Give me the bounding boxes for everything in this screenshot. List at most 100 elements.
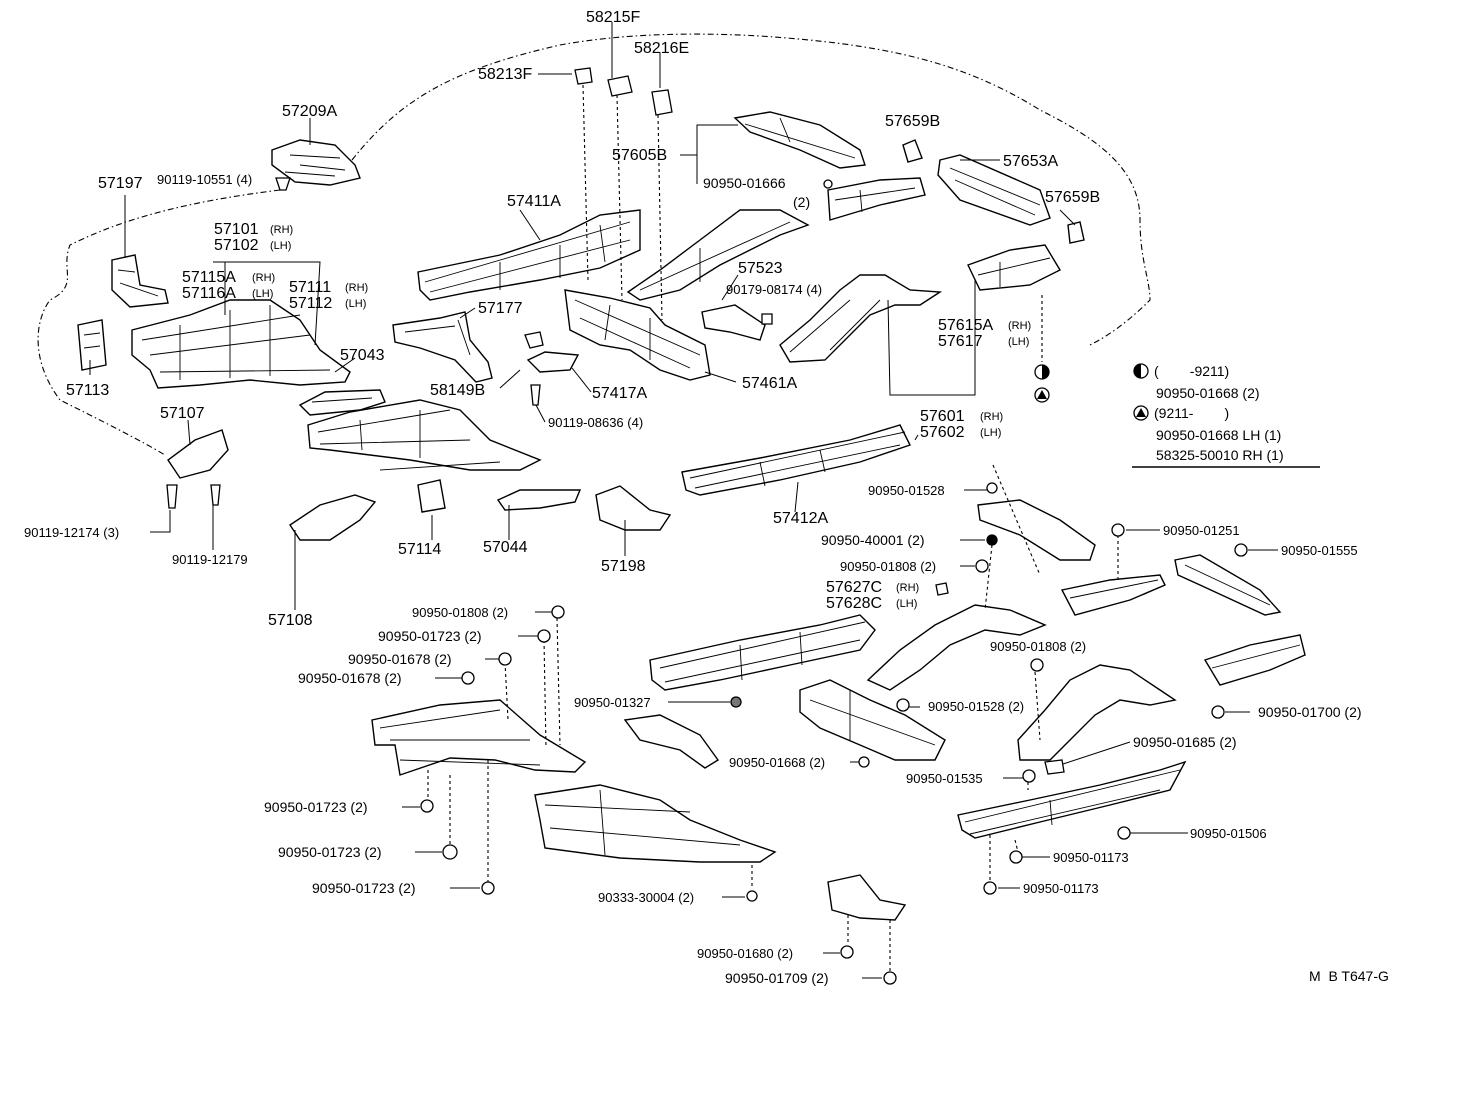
label-57044: 57044 xyxy=(483,539,528,556)
label-90119-12174: 90119-12174 (3) xyxy=(24,525,119,540)
part-lower-rocker xyxy=(649,614,876,691)
label-57601: 57601 xyxy=(920,408,965,425)
label-90950-01808-a: 90950-01808 (2) xyxy=(840,559,936,574)
guide-01528-top xyxy=(992,464,1041,576)
label-57615A-side: (RH) xyxy=(1008,320,1031,332)
label-90950-01680: 90950-01680 (2) xyxy=(697,946,793,961)
label-57412A: 57412A xyxy=(773,510,828,527)
label-90950-01535: 90950-01535 xyxy=(906,771,983,786)
legend-row2-part-a: 90950-01668 LH (1) xyxy=(1156,427,1281,443)
part-57411A xyxy=(417,209,641,301)
label-90950-01506: 90950-01506 xyxy=(1190,826,1267,841)
label-90119-08636: 90119-08636 (4) xyxy=(548,415,643,430)
plug-90950-01709 xyxy=(883,971,897,985)
label-90950-01678-b: 90950-01678 (2) xyxy=(298,670,402,686)
plug-90950-01723-d xyxy=(481,881,495,895)
label-90950-01700: 90950-01700 (2) xyxy=(1258,704,1362,720)
plug-90950-01808-c xyxy=(551,605,565,619)
clip-58216E xyxy=(651,89,673,116)
part-57043 xyxy=(298,389,386,416)
label-57102: 57102 xyxy=(214,237,259,254)
guide-01808-a xyxy=(556,617,561,746)
plug-90950-01723-a xyxy=(537,629,551,643)
part-lower-arch xyxy=(866,604,1047,691)
label-90119-12179: 90119-12179 xyxy=(172,552,248,567)
label-90950-01555: 90950-01555 xyxy=(1281,543,1358,558)
part-57659B-right xyxy=(1067,221,1085,244)
part-rear-arch xyxy=(779,274,943,363)
part-center-floor-member xyxy=(307,399,542,471)
label-57601-side: (RH) xyxy=(980,411,1003,423)
fasteners xyxy=(166,67,1248,985)
part-lower-rear-rocker xyxy=(957,760,1187,839)
label-57627C: 57627C xyxy=(826,579,882,596)
label-90950-01678-a: 90950-01678 (2) xyxy=(348,651,452,667)
label-57116A-side: (LH) xyxy=(252,288,273,300)
label-90950-01808-b: 90950-01808 (2) xyxy=(990,639,1086,654)
part-lower-small-bracket xyxy=(623,714,720,769)
label-90950-01173-b: 90950-01173 xyxy=(1023,881,1099,896)
label-57602-side: (LH) xyxy=(980,427,1001,439)
part-57114 xyxy=(417,479,446,513)
label-57101-side: (RH) xyxy=(270,224,293,236)
label-90179-08174: 90179-08174 (4) xyxy=(726,282,822,297)
label-57605B: 57605B xyxy=(612,147,667,164)
bolt-90119-10551 xyxy=(275,177,291,191)
label-90950-01723-d: 90950-01723 (2) xyxy=(312,880,416,896)
label-57197: 57197 xyxy=(98,175,143,192)
label-57653A: 57653A xyxy=(1003,153,1058,170)
part-57653A xyxy=(937,154,1051,226)
plug-90950-01678-a xyxy=(498,652,512,666)
part-57412A xyxy=(681,424,911,496)
guide-01678-a xyxy=(504,661,509,721)
label-90950-01723-c: 90950-01723 (2) xyxy=(278,844,382,860)
plug-90950-01700 xyxy=(1211,705,1225,719)
part-lower-center-member xyxy=(534,784,777,863)
plug-90950-01685 xyxy=(1044,759,1065,775)
label-57116A: 57116A xyxy=(182,285,236,302)
label-57102-side: (LH) xyxy=(270,240,291,252)
part-57101 xyxy=(131,299,351,389)
label-57111: 57111 xyxy=(289,279,331,296)
bolt-90119-08636 xyxy=(530,384,541,406)
label-57659B-right: 57659B xyxy=(1045,189,1100,206)
part-57108 xyxy=(289,494,377,541)
label-57602: 57602 xyxy=(920,424,965,441)
label-57417A: 57417A xyxy=(592,385,647,402)
label-57198: 57198 xyxy=(601,558,646,575)
guide-40001 xyxy=(984,544,993,611)
label-57617: 57617 xyxy=(938,333,983,350)
guide-58215F xyxy=(616,94,623,301)
label-57209A: 57209A xyxy=(282,103,337,120)
plug-legend-triangle-mark xyxy=(1037,390,1047,399)
plug-90950-01668 xyxy=(858,756,870,768)
part-57659B-top xyxy=(902,139,923,163)
part-lower-front-member xyxy=(371,699,587,776)
plug-90950-01535 xyxy=(1022,769,1036,783)
legend: ( -9211) 90950-01668 (2) (9211- ) 90950-… xyxy=(1132,363,1320,468)
label-57461A: 57461A xyxy=(742,375,797,392)
guide-58216E xyxy=(657,114,663,321)
part-57107 xyxy=(167,429,229,479)
legend-row2-range: (9211- ) xyxy=(1154,405,1229,421)
label-57108: 57108 xyxy=(268,612,313,629)
part-lower-rear-end-panel xyxy=(1174,554,1282,616)
plug-58325-50010-fill xyxy=(1042,365,1049,379)
plug-90950-01327 xyxy=(730,696,742,708)
label-57112: 57112 xyxy=(289,295,332,312)
plug-90950-01680 xyxy=(840,945,854,959)
guide-01808-b xyxy=(1034,671,1041,741)
label-57615A: 57615A xyxy=(938,317,993,334)
clip-58215F xyxy=(607,75,633,97)
label-57177: 57177 xyxy=(478,300,523,317)
label-57112-side: (LH) xyxy=(345,298,366,310)
guide-01723-a xyxy=(543,639,547,749)
plug-90950-01808-b xyxy=(1030,658,1044,672)
plug-90950-01173-b xyxy=(983,881,997,895)
label-90950-01173-a: 90950-01173 xyxy=(1053,850,1129,865)
plug-90950-01723-b xyxy=(420,799,434,813)
label-58216E: 58216E xyxy=(634,40,689,57)
part-lower-rear-arch xyxy=(1017,664,1177,761)
part-57197 xyxy=(111,254,169,308)
